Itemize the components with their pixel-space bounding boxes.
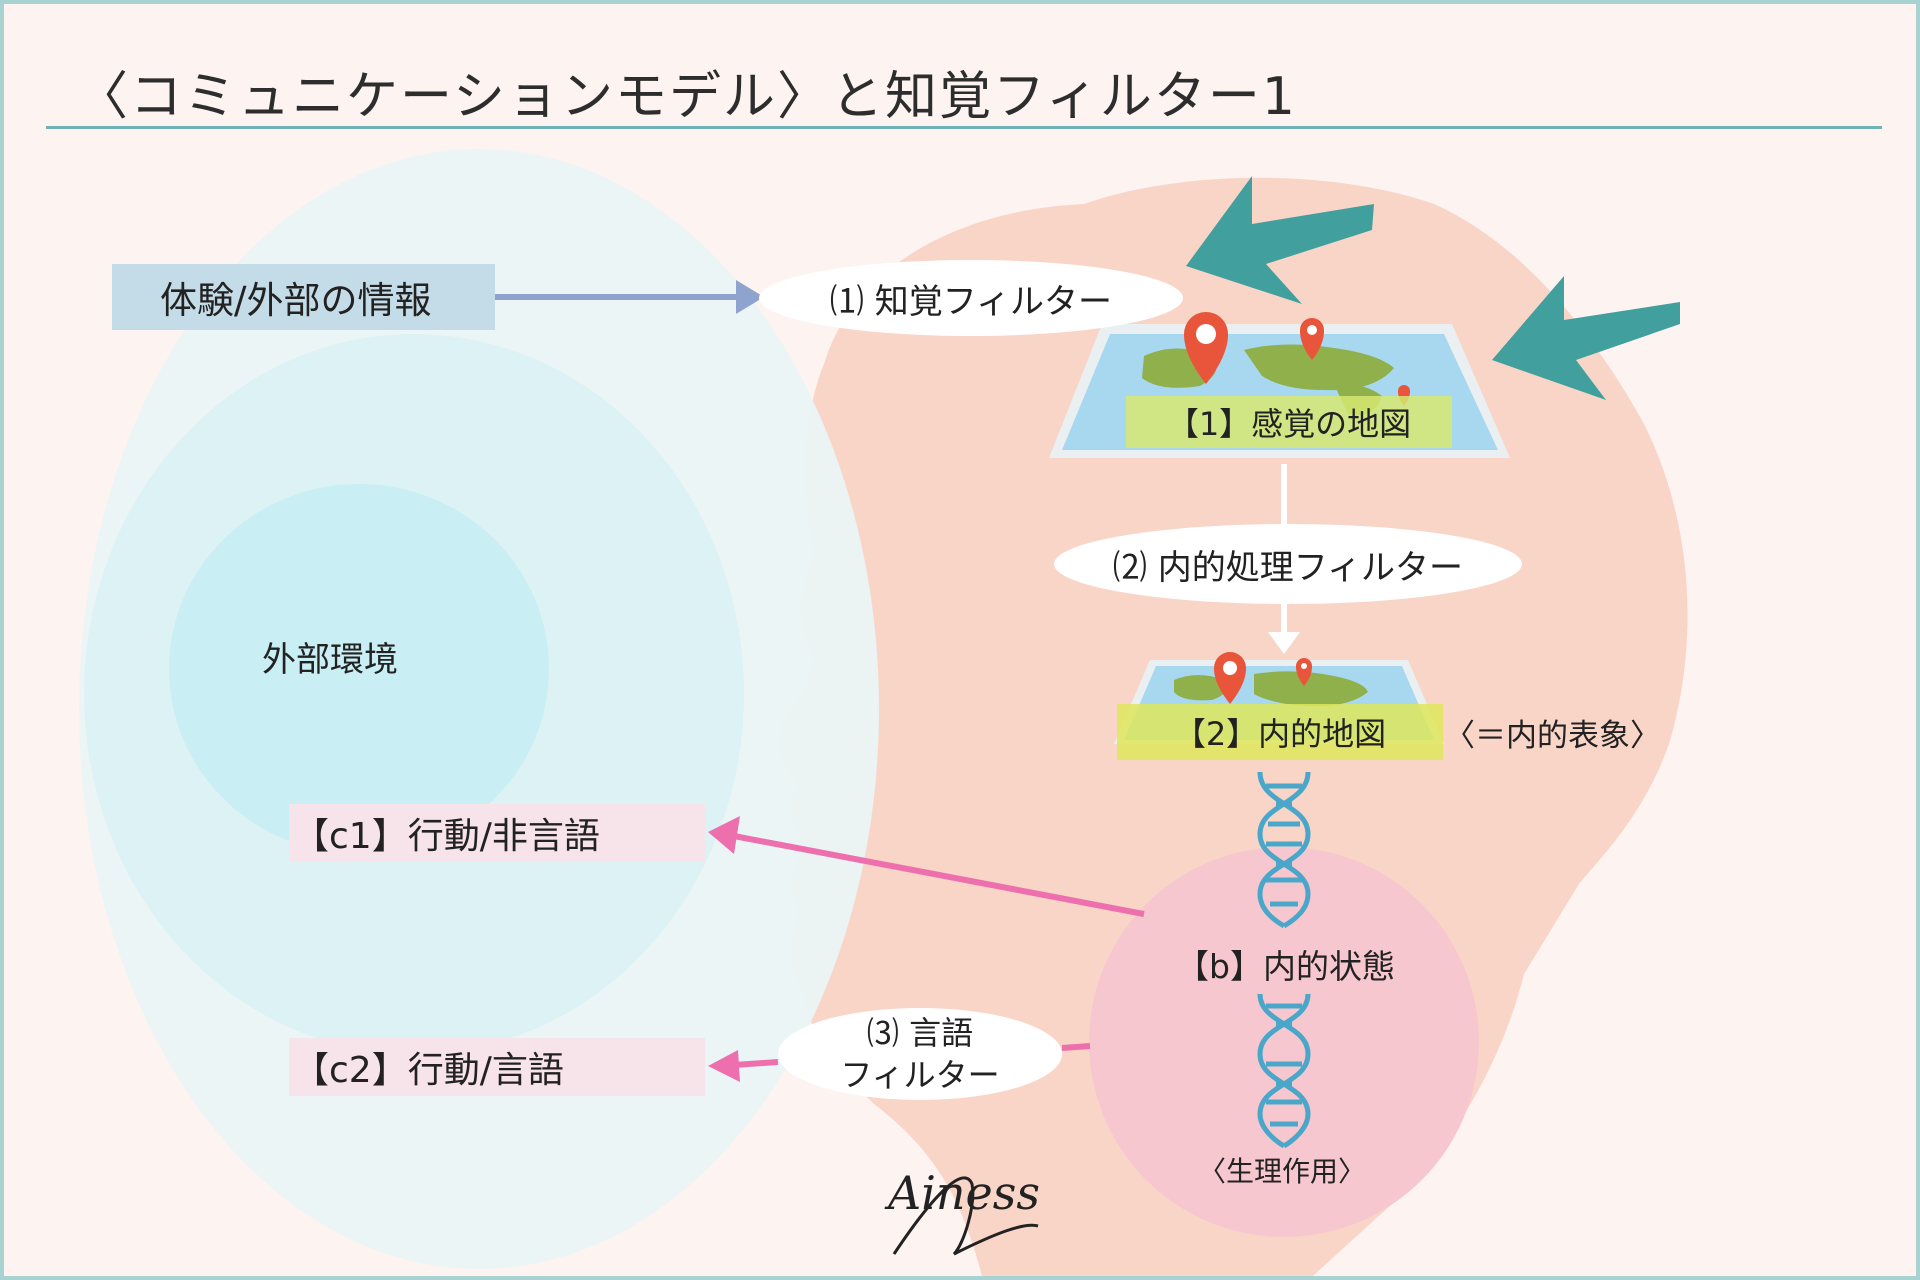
internal-representation-label: 〈＝内的表象〉: [1444, 718, 1661, 754]
internal-processing-filter-label: ⑵ 内的処理フィルター: [1112, 547, 1464, 588]
verbal-behavior-box: 【c2】行動/言語: [289, 1038, 705, 1096]
experience-info-box: 体験/外部の情報: [112, 264, 495, 330]
signature-logo: Ainess: [888, 1166, 1040, 1220]
physiology-label: 〈生理作用〉: [1198, 1155, 1367, 1188]
sensory-map-band: 【1】感覚の地図: [1126, 396, 1452, 448]
flow-arrow-head: [1268, 632, 1300, 654]
dna-helix-icon: [1257, 993, 1311, 1149]
internal-map-label: 【2】内的地図: [1173, 715, 1387, 753]
nonverbal-behavior-label: 【c1】行動/非言語: [293, 816, 600, 857]
internal-processing-filter-oval: ⑵ 内的処理フィルター: [1054, 524, 1522, 604]
teal-arrow-icon: [1492, 276, 1680, 400]
external-environment-label: 外部環境: [262, 640, 398, 680]
language-filter-label-line1: ⑶ 言語: [866, 1014, 974, 1052]
map-pin-icon: [1214, 652, 1246, 704]
page-title: 〈コミュニケーションモデル〉と知覚フィルター1: [76, 67, 1298, 127]
internal-map-band: 【2】内的地図: [1117, 704, 1443, 760]
verbal-output-arrow-head: [708, 1050, 740, 1082]
signature-flourish: [892, 1176, 1039, 1256]
diagram-artwork: [79, 149, 1688, 1276]
input-arrow-head: [736, 280, 764, 314]
map-pin-icon: [1296, 658, 1312, 686]
map-pin-icon: [1300, 318, 1324, 360]
nonverbal-behavior-box: 【c1】行動/非言語: [289, 804, 705, 862]
title-rule: [46, 126, 1882, 129]
perception-filter-label: ⑴ 知覚フィルター: [829, 281, 1113, 322]
internal-state-label: 【b】内的状態: [1176, 947, 1395, 986]
sensory-map-label: 【1】感覚の地図: [1166, 405, 1412, 443]
dna-helix-icon: [1257, 771, 1311, 929]
verbal-output-arrow-line: [1061, 1043, 1091, 1051]
nonverbal-output-arrow-line: [733, 833, 1145, 917]
nonverbal-output-arrow-head: [708, 816, 740, 854]
map-pin-icon: [1184, 312, 1228, 384]
internal-state-circle: [1089, 847, 1479, 1237]
language-filter-oval: ⑶ 言語 フィルター: [778, 1008, 1062, 1100]
language-filter-label-line2: フィルター: [840, 1056, 1000, 1094]
verbal-behavior-label: 【c2】行動/言語: [293, 1050, 564, 1091]
teal-arrow-icon: [1186, 176, 1374, 304]
verbal-output-arrow-line: [733, 1059, 779, 1068]
experience-info-label: 体験/外部の情報: [160, 279, 432, 322]
perception-filter-oval: ⑴ 知覚フィルター: [759, 260, 1183, 336]
inner-environment-circle: [169, 484, 549, 854]
